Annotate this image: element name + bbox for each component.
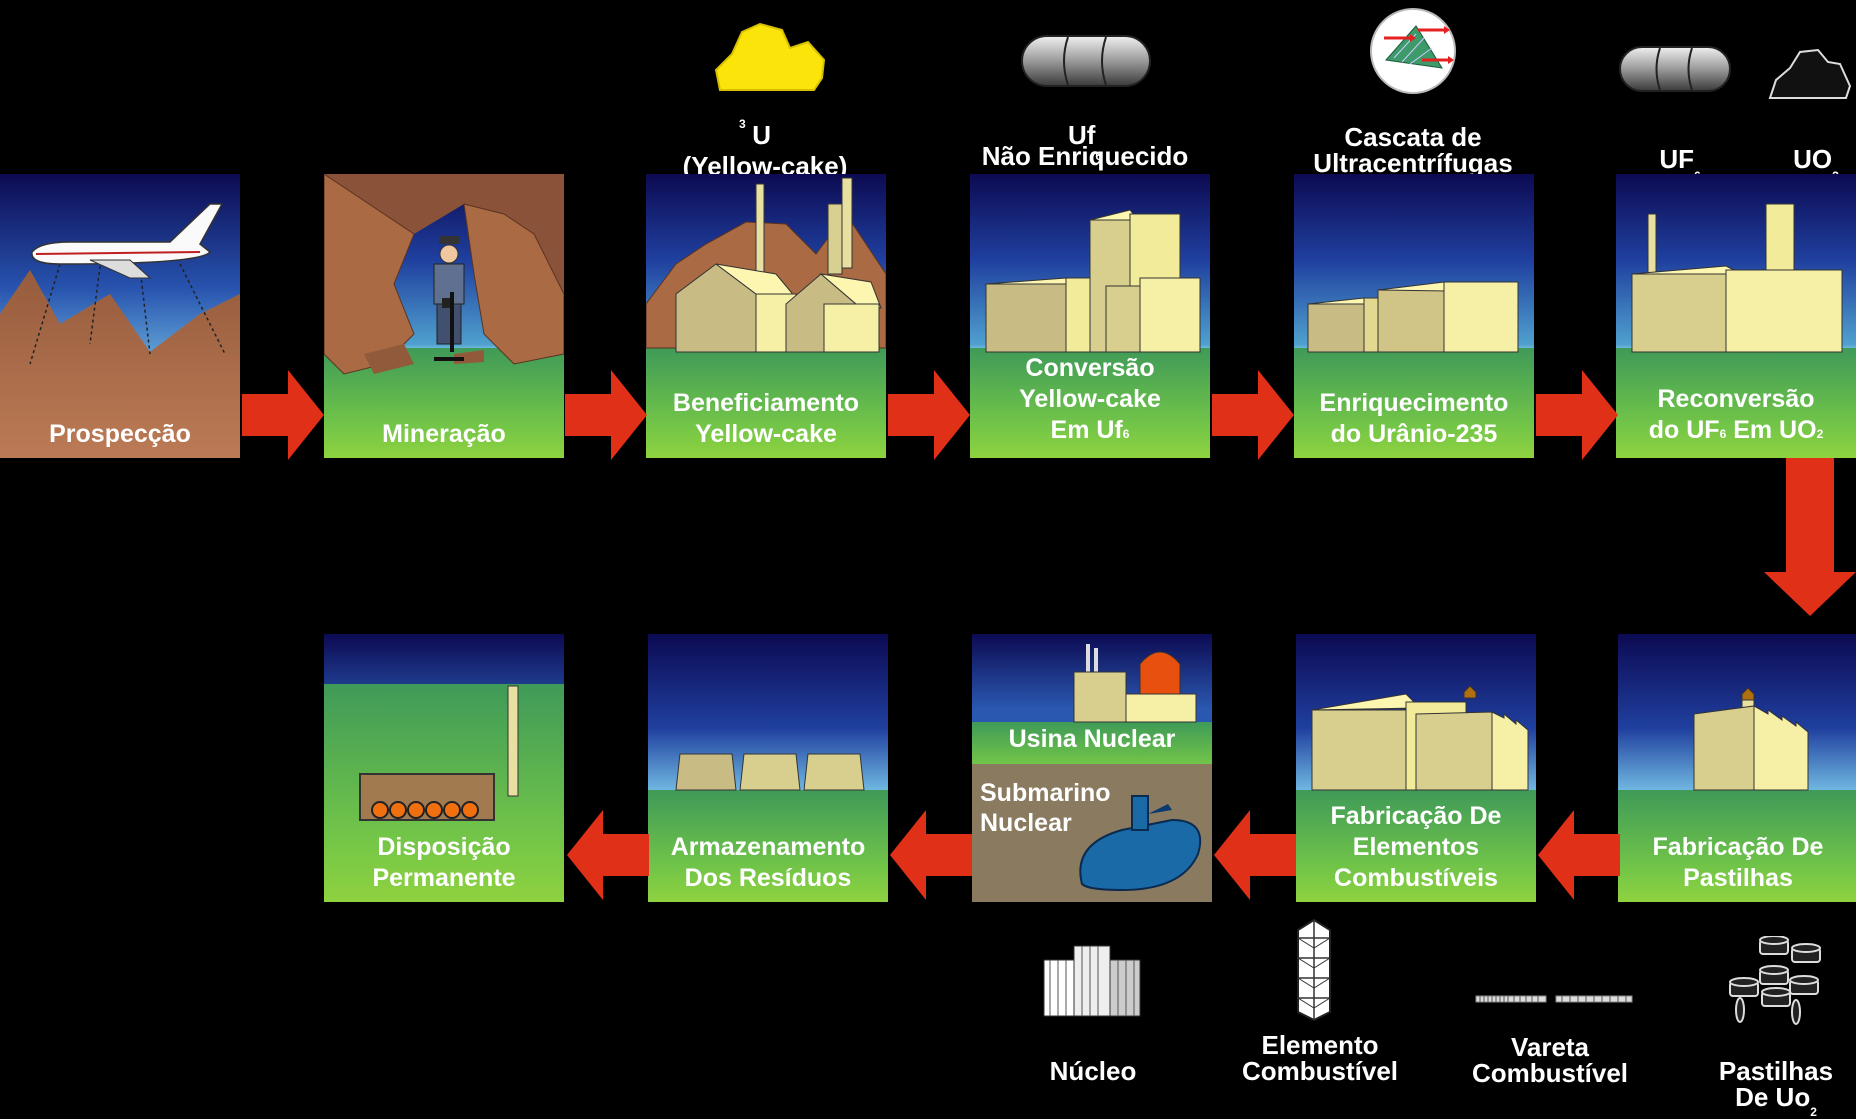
mill-plant-illustration <box>646 177 886 353</box>
yellowcake-label: U3(Yellow-cake) <box>682 117 848 181</box>
label-enriquecimento: Enriquecimento do Urânio-235 <box>1319 389 1509 448</box>
fuel-pellets-icon <box>1729 936 1821 1025</box>
enrichment-plant-illustration <box>1307 281 1519 353</box>
label-disposicao: Disposição Permanente <box>372 833 516 892</box>
storage-casks-illustration <box>675 753 865 791</box>
label-nucleo: Núcleo <box>1049 1056 1137 1086</box>
grass-ground <box>970 348 1210 458</box>
arrow-left-3 <box>890 810 972 900</box>
arrow-right-1 <box>242 370 324 460</box>
label-fabricacao-pastilhas: Fabricação De Pastilhas <box>1652 833 1824 892</box>
conversion-plant-illustration <box>985 209 1201 353</box>
label-submarino: Submarino Nuclear <box>980 779 1111 837</box>
usina-ground <box>972 722 1212 764</box>
panel-enriquecimento: Enriquecimento do Urânio-235 <box>1294 174 1534 458</box>
reconversion-plant-illustration <box>1631 203 1843 353</box>
repository-illustration <box>359 685 519 821</box>
pellet-factory-illustration <box>1693 687 1809 791</box>
power-plant-submarine-illustration <box>1073 644 1202 892</box>
arrow-left-1 <box>1538 810 1620 900</box>
arrow-right-4 <box>1212 370 1294 460</box>
panel-fabricacao-pastilhas: Fabricação De Pastilhas <box>1618 634 1856 902</box>
reactor-core-icon <box>1043 945 1141 1017</box>
arrow-left-4 <box>567 810 649 900</box>
grass-ground <box>648 790 888 902</box>
fuel-rod-icon <box>1475 995 1633 1003</box>
label-beneficiamento: Beneficiamento Yellow-cake <box>672 389 860 448</box>
grass-ground <box>1294 348 1534 458</box>
label-conversao: Conversão Yellow-cake Em Uf6 <box>1019 354 1161 444</box>
label-fabricacao-elementos: Fabricação De Elementos Combustíveis <box>1330 802 1502 892</box>
arrow-down <box>1764 458 1856 616</box>
panel-beneficiamento: Beneficiamento Yellow-cake <box>646 174 886 458</box>
panel-mineracao: Mineração <box>324 174 564 458</box>
uf6-cylinder-icon <box>1021 35 1151 87</box>
arrow-right-3 <box>888 370 970 460</box>
panel-fabricacao-elementos: Fabricação De Elementos Combustíveis <box>1296 634 1536 902</box>
arrow-right-5 <box>1536 370 1618 460</box>
panel-disposicao: Disposição Permanente <box>324 634 564 902</box>
panel-conversao: Conversão Yellow-cake Em Uf6 <box>970 174 1210 458</box>
panel-armazenamento: Armazenamento Dos Resíduos <box>648 634 888 902</box>
uo2-powder-icon <box>1768 48 1852 99</box>
grass-ground <box>1616 348 1856 458</box>
airplane-mountains-illustration <box>0 203 240 458</box>
centrifuge-cascade-icon <box>1370 8 1456 94</box>
fuel-element-factory-illustration <box>1311 685 1529 791</box>
arrow-left-2 <box>1214 810 1296 900</box>
grass-ground <box>1618 790 1856 902</box>
label-mineracao: Mineração <box>382 420 506 448</box>
yellowcake-pile-icon <box>714 22 826 91</box>
label-prospeccao: Prospecção <box>49 420 191 448</box>
arrow-right-2 <box>565 370 647 460</box>
grass-ground <box>1296 790 1536 902</box>
mining-illustration <box>324 174 564 375</box>
label-usina: Usina Nuclear <box>1008 725 1176 753</box>
label-elemento: Elemento Combustível <box>1241 1030 1399 1086</box>
label-armazenamento: Armazenamento Dos Resíduos <box>670 833 866 892</box>
label-vareta: Vareta Combustível <box>1471 1032 1629 1088</box>
panel-prospeccao: Prospecção <box>0 174 240 458</box>
fuel-element-icon <box>1297 918 1331 1022</box>
panel-usina-submarino: Usina Nuclear Submarino Nuclear <box>972 634 1212 902</box>
uo2-label: UO2 <box>1793 144 1839 183</box>
uf6-label: UF6 <box>1659 144 1700 183</box>
grass-ground <box>646 348 886 458</box>
uf6-small-cylinder-icon <box>1619 46 1731 92</box>
